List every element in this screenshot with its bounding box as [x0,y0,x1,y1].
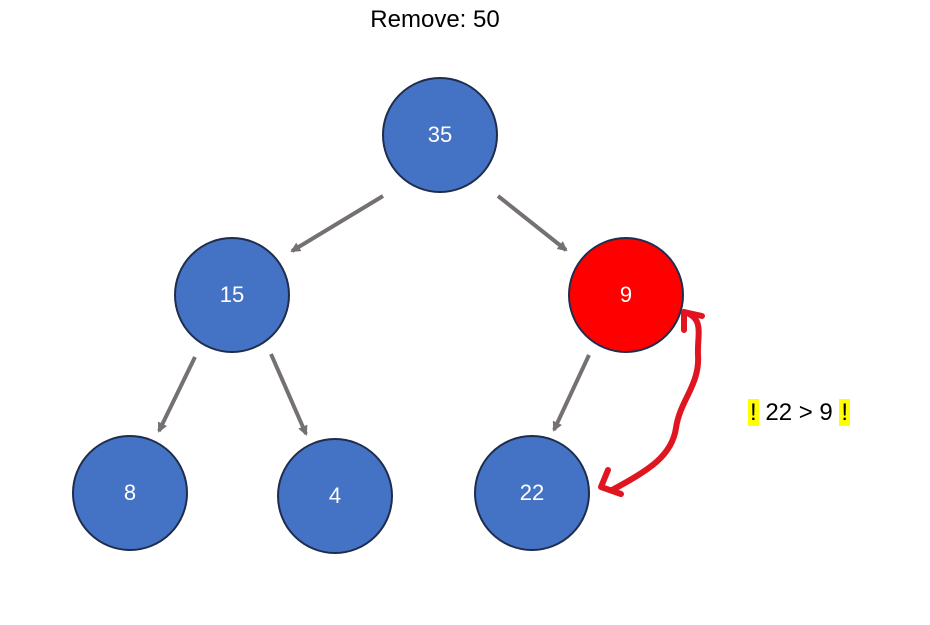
comparison-text: 22 > 9 [758,399,840,426]
node-circle [174,237,290,353]
swap-curve [609,309,702,493]
diagram-title: Remove: 50 [370,6,500,33]
node-circle-highlighted [568,237,684,353]
comparison-note: ! 22 > 9 ! [748,399,851,427]
node-8: 8 [72,435,188,551]
node-circle [277,438,393,554]
edge-35-to-9 [496,194,568,252]
node-22: 22 [474,435,590,551]
exclamation-mark-right: ! [839,399,851,426]
swap-arrowhead-bottom [598,467,624,497]
node-circle [72,435,188,551]
node-label: 15 [220,282,244,307]
exclamation-mark-left: ! [748,399,759,426]
tree-edges [157,194,591,436]
node-label: 35 [428,122,452,147]
node-35: 35 [382,77,498,193]
node-15: 15 [174,237,290,353]
node-label: 22 [520,480,544,505]
node-label: 9 [620,282,632,307]
node-label: 8 [124,480,136,505]
node-4: 4 [277,438,393,554]
node-label: 4 [329,483,341,508]
edge-15-to-4 [269,353,308,436]
tree-nodes: 35 15 9 8 4 22 [72,77,684,554]
edge-35-to-15 [290,194,385,253]
edge-9-to-22 [552,354,591,432]
swap-arrowhead-top [681,309,705,333]
node-9-highlighted: 9 [568,237,684,353]
node-circle [474,435,590,551]
node-circle [382,77,498,193]
swap-arrow-annotation [598,309,705,497]
edge-15-to-8 [157,356,197,433]
